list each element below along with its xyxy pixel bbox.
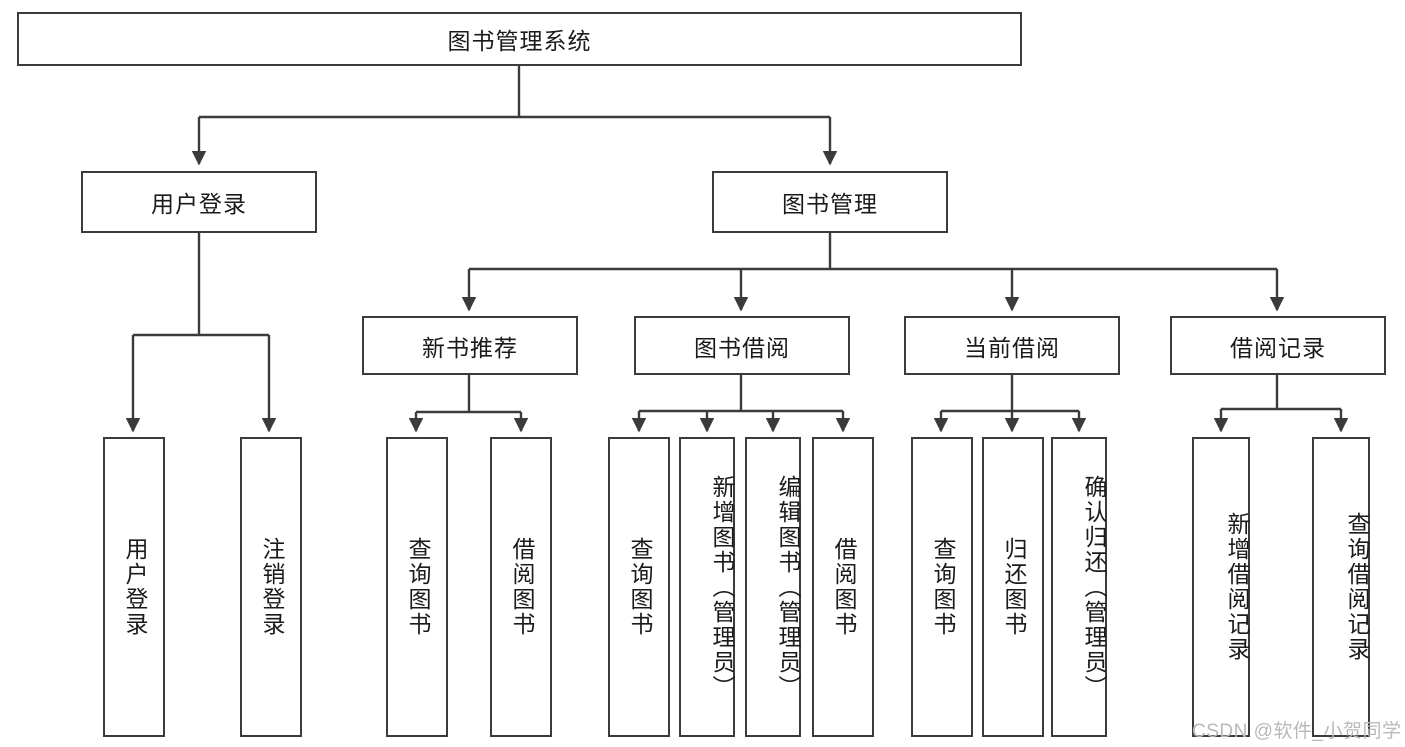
leaf-borrow-record-add[interactable]: 新增借阅记录 <box>1192 437 1250 737</box>
leaf-user-login-signin[interactable]: 用户登录 <box>103 437 165 737</box>
node-book-borrow[interactable]: 图书借阅 <box>634 316 850 375</box>
leaf-book-borrow-lend[interactable]: 借阅图书 <box>812 437 874 737</box>
leaf-current-borrow-return[interactable]: 归还图书 <box>982 437 1044 737</box>
leaf-user-login-signout[interactable]: 注销登录 <box>240 437 302 737</box>
node-new-book-recommend[interactable]: 新书推荐 <box>362 316 578 375</box>
node-root-system[interactable]: 图书管理系统 <box>17 12 1022 66</box>
leaf-current-borrow-query[interactable]: 查询图书 <box>911 437 973 737</box>
leaf-book-borrow-add[interactable]: 新增图书（管理员） <box>679 437 735 737</box>
leaf-new-book-borrow[interactable]: 借阅图书 <box>490 437 552 737</box>
leaf-book-borrow-edit[interactable]: 编辑图书（管理员） <box>745 437 801 737</box>
node-current-borrow[interactable]: 当前借阅 <box>904 316 1120 375</box>
leaf-new-book-query[interactable]: 查询图书 <box>386 437 448 737</box>
node-user-login[interactable]: 用户登录 <box>81 171 317 233</box>
node-book-manage[interactable]: 图书管理 <box>712 171 948 233</box>
leaf-borrow-record-query[interactable]: 查询借阅记录 <box>1312 437 1370 737</box>
leaf-current-borrow-confirm-return[interactable]: 确认归还（管理员） <box>1051 437 1107 737</box>
leaf-book-borrow-query[interactable]: 查询图书 <box>608 437 670 737</box>
csdn-watermark: CSDN @软件_小贺同学 <box>1192 721 1402 742</box>
node-borrow-record[interactable]: 借阅记录 <box>1170 316 1386 375</box>
